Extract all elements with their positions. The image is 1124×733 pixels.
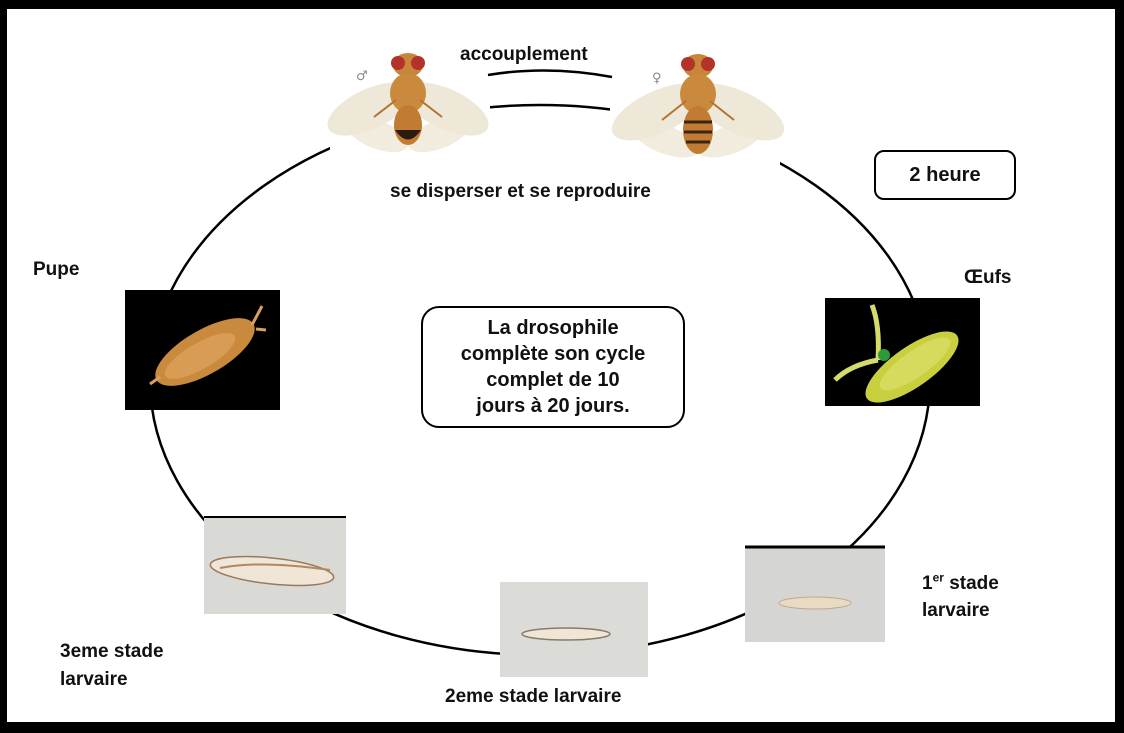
first-instar-larva-image <box>745 547 885 642</box>
third-instar-label-line2: larvaire <box>60 668 128 692</box>
third-instar-label-line1: 3eme stade <box>60 640 164 664</box>
mating-label: accouplement <box>460 43 588 67</box>
first-instar-label: 1er stade <box>922 572 999 596</box>
male-symbol-icon: ♂ <box>356 69 368 84</box>
cycle-duration-box: La drosophile complète son cycle complet… <box>421 306 685 428</box>
second-instar-label: 2eme stade larvaire <box>445 685 621 709</box>
egg-image <box>825 298 980 415</box>
eggs-label: Œufs <box>964 266 1012 290</box>
second-instar-larva-image <box>500 582 648 677</box>
pupa-image <box>125 290 280 410</box>
third-instar-larva-image <box>204 517 346 614</box>
pupa-label: Pupe <box>33 258 79 282</box>
female-symbol-icon: ♀ <box>652 71 662 86</box>
first-instar-number: 1 <box>922 573 933 594</box>
first-instar-label-line2: larvaire <box>922 599 990 623</box>
disperse-reproduce-label: se disperser et se reproduire <box>390 180 651 204</box>
egg-laying-duration-box: 2 heure <box>874 150 1016 200</box>
first-instar-superscript: er <box>933 571 944 585</box>
first-instar-stade: stade <box>949 573 999 594</box>
